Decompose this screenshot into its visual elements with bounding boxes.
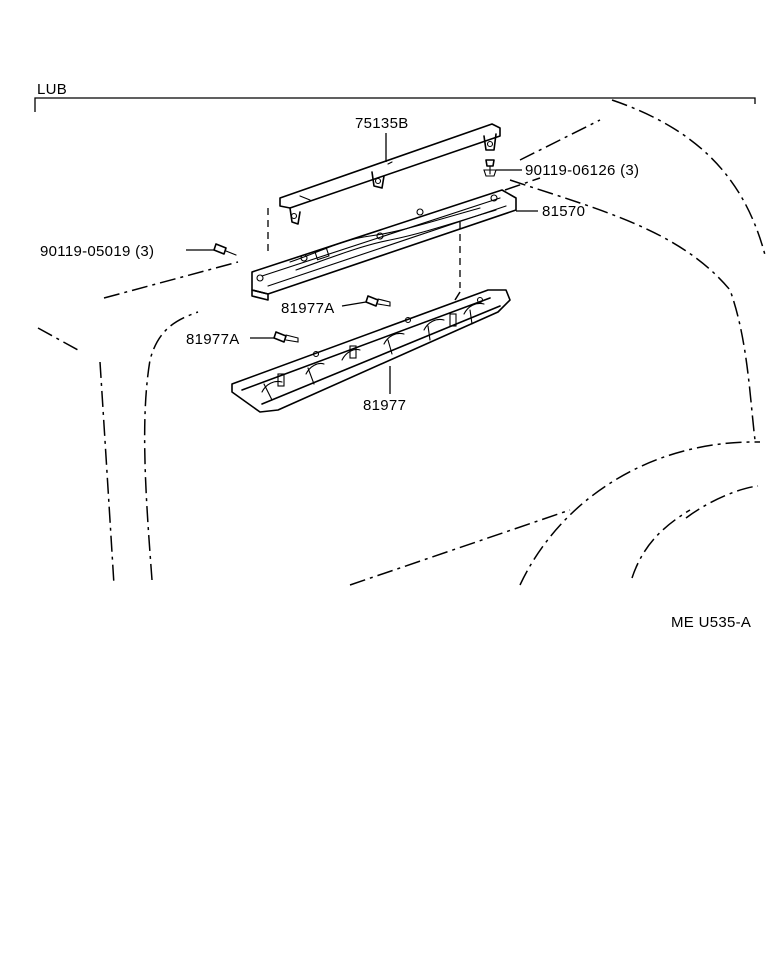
fastener-icons [213,159,497,343]
lamp-cover-81977 [231,289,511,413]
lamp-housing-81570 [251,189,517,301]
diagram-code: ME U535-A [671,614,751,631]
part-label-lamp-cover: 81977 [363,397,406,414]
clip-icon [365,295,391,307]
part-label-bracket-screw: 90119-06126 (3) [525,162,639,179]
part-label-clip-upper: 81977A [281,300,335,317]
section-label: LUB [37,81,67,98]
part-label-housing-screw: 90119-05019 (3) [40,243,154,260]
part-label-lamp-housing: 81570 [542,203,585,220]
part-label-bracket: 75135B [355,115,409,132]
clip-icon [273,331,299,343]
bracket-75135b [279,123,501,225]
screw-icon [213,243,237,256]
section-frame: LUB [34,81,756,112]
screw-icon [483,159,497,177]
part-labels: 75135B 90119-06126 (3) 81570 90119-05019… [40,115,751,631]
part-label-clip-lower: 81977A [186,331,240,348]
leader-lines [186,133,538,394]
vehicle-body-outline [37,99,766,586]
